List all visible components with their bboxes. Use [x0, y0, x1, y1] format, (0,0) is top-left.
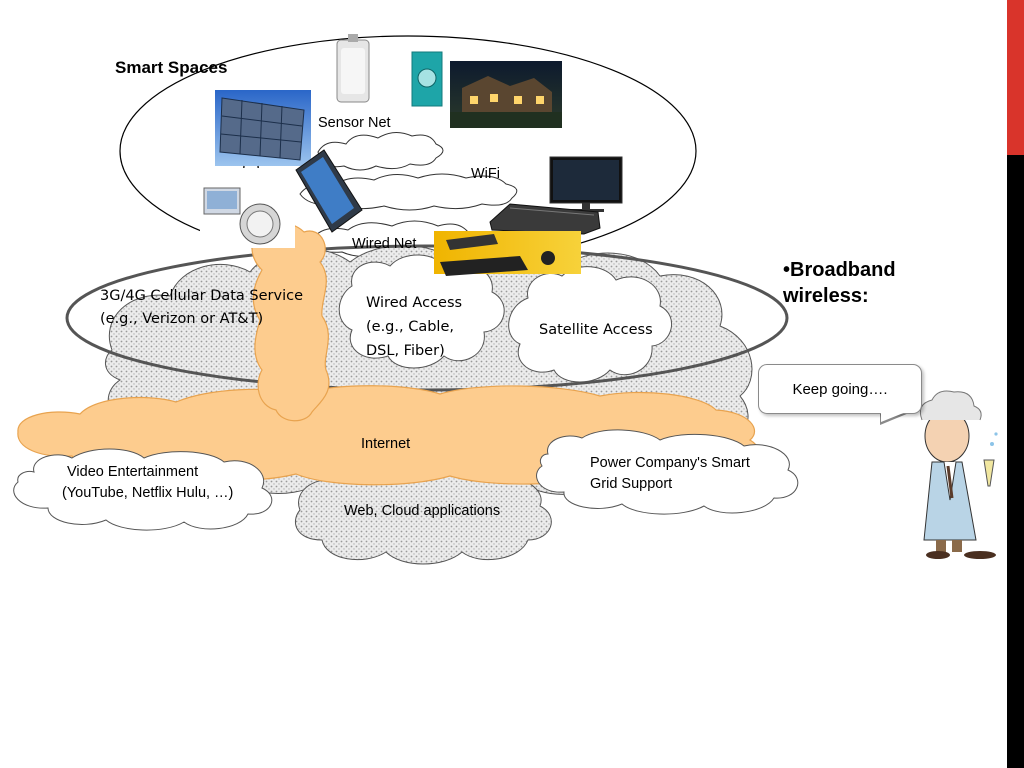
web-cloud-label: Web, Cloud applications	[344, 503, 500, 519]
satellite-access-label: Satellite Access	[539, 322, 653, 338]
wired-access-label-line-3: DSL, Fiber)	[366, 343, 445, 359]
wired-access-label-line-2: (e.g., Cable,	[366, 319, 454, 335]
game-console-icon	[489, 203, 601, 235]
power-company-cloud	[536, 429, 799, 515]
scientist-cartoon-icon	[919, 390, 998, 559]
speech-bubble-tail-inner	[881, 410, 911, 422]
set-top-box-icon	[434, 231, 581, 276]
smart-spaces-title: Smart Spaces	[115, 58, 227, 77]
washing-machine-icon	[411, 51, 443, 107]
internet-label: Internet	[361, 436, 410, 452]
house-photo-icon	[450, 61, 562, 128]
cellular-label-line-2: (e.g., Verizon or AT&T)	[100, 311, 263, 327]
video-label-line-2: (YouTube, Netflix Hulu, …)	[62, 485, 233, 501]
wired-net-label: Wired Net	[352, 236, 416, 252]
wired-access-label-line-1: Wired Access	[366, 295, 462, 311]
accent-bar-black	[1007, 155, 1024, 768]
smartphone-icon	[295, 149, 363, 233]
wired-access-cloud	[338, 254, 505, 369]
speech-bubble-text: Keep going….	[792, 380, 888, 398]
sensor-net-cloud	[317, 132, 444, 171]
power-company-label-line-1: Power Company's Smart	[590, 455, 750, 471]
broadband-wireless-bullet: •Broadband wireless:	[783, 259, 896, 307]
video-entertainment-cloud	[13, 448, 273, 531]
video-label-line-1: Video Entertainment	[67, 464, 198, 480]
satellite-access-cloud	[508, 266, 672, 383]
solar-panel-icon	[215, 90, 311, 166]
power-company-label-line-2: Grid Support	[590, 476, 672, 492]
speech-bubble: Keep going….	[758, 364, 922, 414]
cellular-cloud	[251, 222, 330, 422]
tv-icon	[549, 156, 623, 212]
accent-bar-red	[1007, 0, 1024, 155]
water-heater-icon	[336, 34, 370, 103]
sensor-net-label: Sensor Net	[318, 115, 391, 131]
cellular-label-line-1: 3G/4G Cellular Data Service	[100, 288, 303, 304]
smart-meter-icon	[200, 168, 295, 248]
wifi-label: WiFi	[471, 166, 500, 182]
